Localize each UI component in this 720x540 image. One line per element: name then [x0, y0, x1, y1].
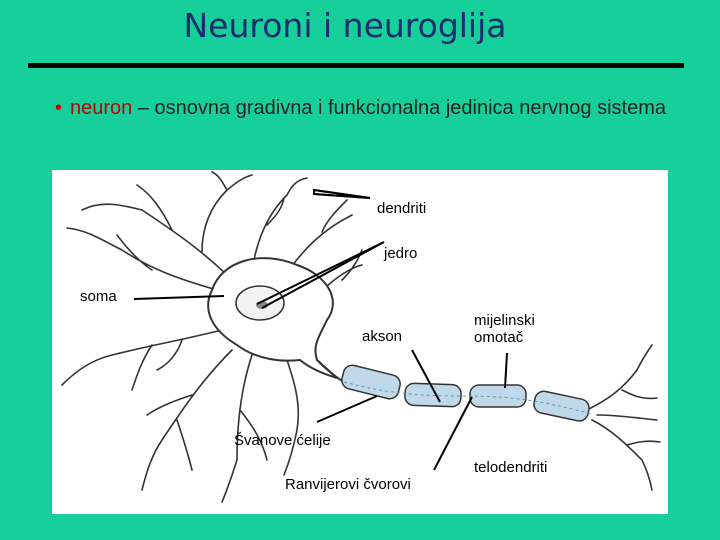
label-akson: akson [362, 328, 403, 345]
bullet-dash: – [137, 97, 149, 119]
label-jedro: jedro [384, 245, 418, 262]
neuron-diagram: dendriti jedro soma akson mijelinski omo… [52, 170, 668, 514]
label-svanove-celije: Švanove ćelije [234, 432, 331, 449]
bullet-term: neuron [70, 97, 133, 119]
label-mijelinski-line2: omotač [474, 329, 524, 346]
bullet-point: • neuron – osnovna gradivna i funkcionaln… [55, 95, 675, 122]
slide-title: Neuroni i neuroglija [183, 6, 507, 45]
neuron-drawing [61, 171, 661, 503]
title-underline [28, 63, 684, 68]
label-dendriti: dendriti [377, 200, 427, 217]
bullet-text: osnovna gradivna i funkcionalna jedinica… [154, 97, 666, 119]
label-mijelinski-line1: mijelinski [474, 312, 535, 329]
label-telodendriti: telodendriti [474, 459, 548, 476]
label-mijelinski-omotac: mijelinski omotač [474, 312, 535, 346]
myelin-sheath [341, 364, 590, 422]
label-soma: soma [80, 288, 117, 305]
label-ranvijerovi-cvorovi: Ranvijerovi čvorovi [285, 476, 411, 493]
bullet-marker: • [55, 97, 63, 119]
